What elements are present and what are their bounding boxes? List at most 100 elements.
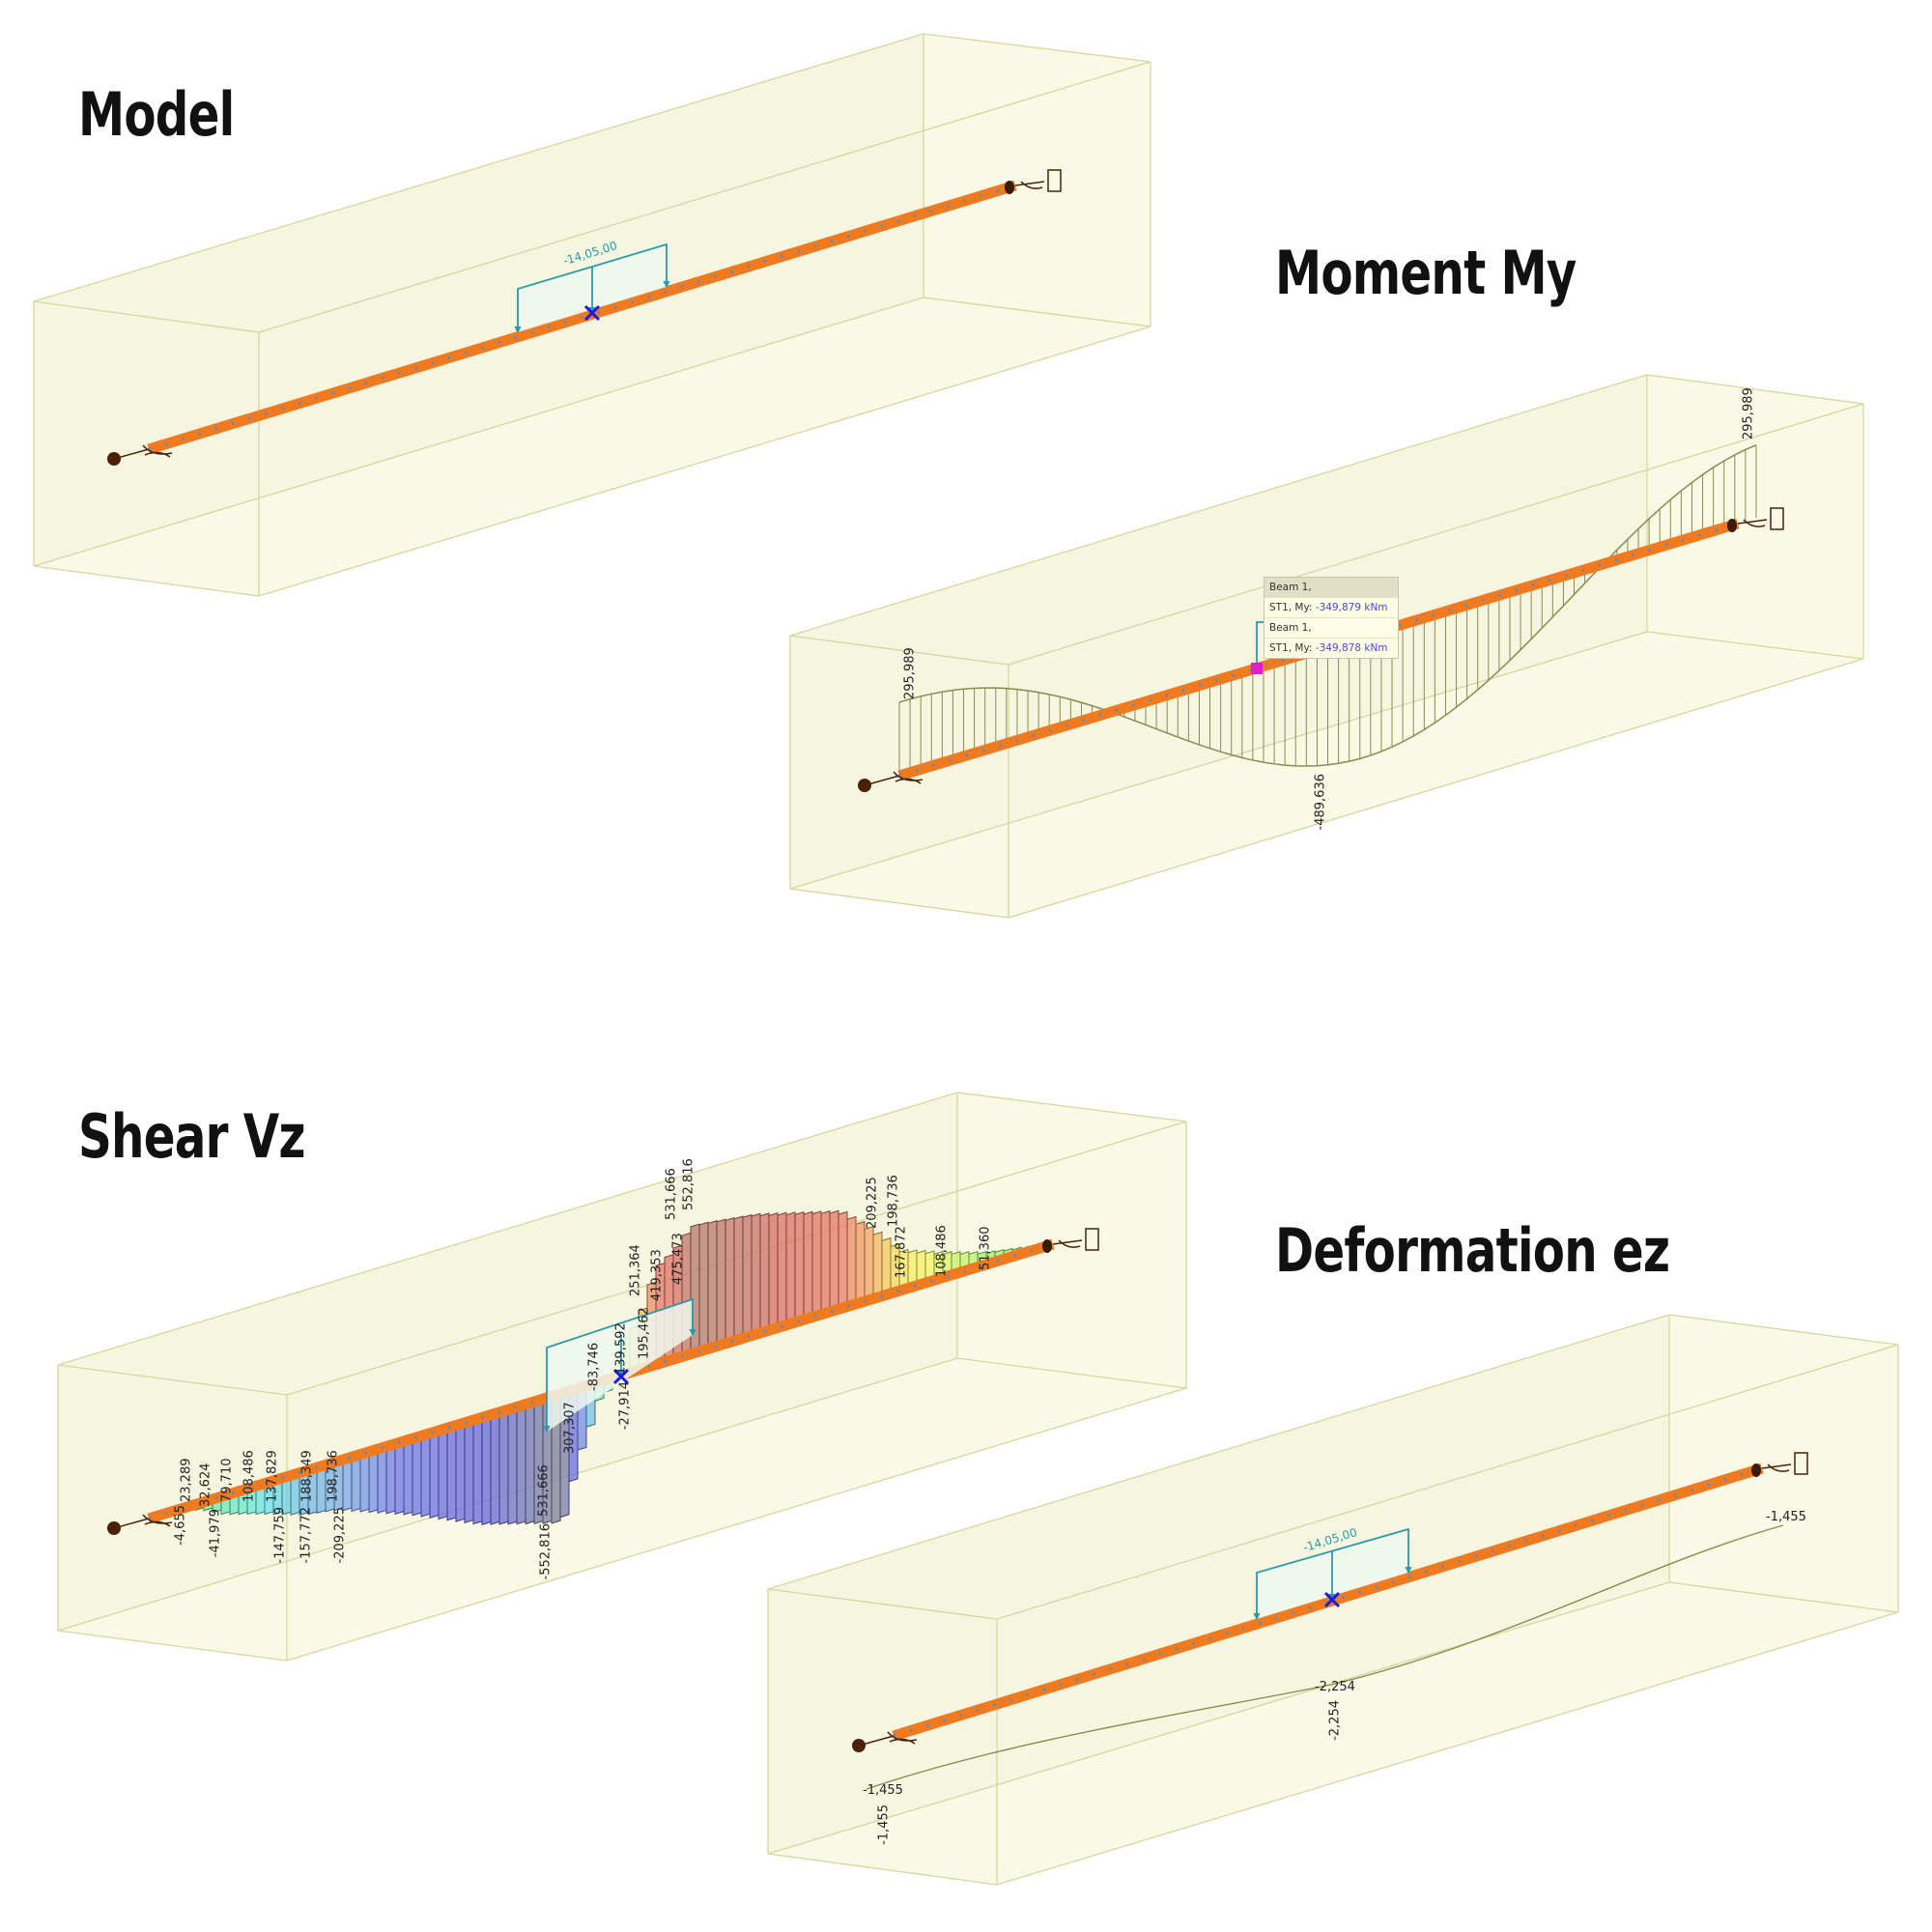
right-support-icon [1770,507,1784,530]
box-edge [767,1853,998,1886]
box-edge [956,1357,1187,1389]
right-support-icon [1047,169,1062,192]
box-edge [923,297,1151,327]
box-back-face [790,375,1647,889]
shear-value-label: 23,289 [180,1459,194,1503]
tooltip-result-prefix: ST1, My: [1269,642,1316,654]
shear-bar [716,1218,726,1348]
shear-bar [872,1231,883,1300]
right-support-icon [1005,181,1014,194]
shear-bar [855,1220,866,1305]
box-edge [286,1387,1187,1662]
shear-bar [394,1440,405,1516]
shear-bar [403,1437,413,1516]
box-edge [767,1581,1670,1855]
shear-value-label: -83,746 [587,1343,602,1391]
moment-title: Moment My [1275,238,1577,308]
shear-bar [490,1411,500,1525]
load-point-x-icon [612,1368,630,1385]
box-edge [33,297,924,567]
shear-bar [820,1209,831,1316]
shear-bar [768,1211,779,1331]
shear-bar [864,1226,874,1302]
left-support-icon [113,1514,173,1529]
shear-value-label: 531,666 [665,1168,679,1220]
right-support-icon [1085,1228,1099,1251]
shear-bar [698,1221,709,1352]
right-support-icon [1727,519,1737,532]
shear-value-label: 139,592 [614,1322,629,1375]
moment-min-label: -489,636 [1314,774,1328,830]
shear-bar [846,1215,857,1308]
shear-value-label: -552,816 [539,1523,554,1579]
shear-value-label: 108,486 [242,1450,257,1502]
load-outline [546,1297,694,1432]
box-edge [57,1630,288,1662]
right-support-icon [1751,1463,1761,1477]
shear-value-label: 419,353 [650,1249,665,1301]
shear-bar [742,1213,753,1340]
box-edge [789,631,1648,890]
shear-value-label: 209,225 [866,1177,880,1229]
shear-value-label: 531,666 [537,1464,552,1517]
shear-value-label: 198,736 [327,1450,341,1502]
load-arrowhead-icon [1253,1612,1261,1621]
box-edge [767,1588,998,1620]
shear-bar [377,1445,387,1514]
load-point-x-icon [583,304,601,322]
tooltip-result: ST1, My: -349,879 kNm [1264,598,1398,618]
shear-bar [811,1210,822,1319]
shear-value-label: -147,759 [273,1507,288,1563]
moment-max-left-label: 295,989 [903,647,918,699]
shear-value-label: 475,473 [671,1233,686,1285]
beam-node-ticks [148,1242,1054,1520]
shear-bar [446,1424,457,1521]
load-area [547,1299,693,1432]
shear-value-label: -209,225 [333,1507,348,1563]
shear-bar [838,1210,848,1311]
shear-value-label: -157,772 [299,1507,314,1563]
right-support-icon [1737,519,1768,527]
shear-bar [733,1215,744,1342]
tooltip-result-value: -349,879 kNm [1315,602,1388,613]
deformation-value-label: -2,254 [1315,1680,1355,1694]
shear-title: Shear Vz [78,1101,305,1172]
shear-value-label: 552,816 [682,1158,696,1210]
model-title: Model [78,79,235,150]
shear-value-label: 108,486 [935,1225,950,1277]
shear-value-label: 167,872 [895,1226,909,1278]
right-support-icon [1014,181,1045,189]
shear-value-label: 137,829 [266,1450,280,1502]
shear-value-label: -41,979 [209,1509,223,1557]
right-support-icon [1794,1452,1808,1475]
shear-bar [412,1435,422,1517]
deformation-view: -14,05,00-1,455-1,455-2,254-2,254-1,455 [767,1314,1899,1886]
shear-value-label: -27,914 [618,1381,633,1430]
beam-node-ticks [148,184,1016,451]
deformation-value-label: -1,455 [863,1783,903,1798]
right-support-icon [1052,1239,1083,1248]
box-edge [1668,1581,1899,1613]
box-edge [923,33,1151,63]
shear-value-label: 307,307 [563,1402,578,1454]
shear-bar [777,1211,787,1329]
shear-bar [385,1442,396,1515]
box-edge [33,565,260,597]
right-support-icon [1042,1239,1052,1253]
shear-value-label: -4,655 [174,1505,188,1546]
box-edge [1008,658,1864,919]
deformation-value-label: -2,254 [1328,1700,1343,1741]
shear-bar [455,1422,466,1522]
shear-bar [829,1209,839,1313]
box-edge [789,374,1648,637]
deformation-value-label: -1,455 [1766,1510,1806,1524]
shear-value-label: 51,360 [979,1227,993,1271]
box-edge [996,1344,1899,1620]
box-edge [956,1092,1187,1122]
load-outline [1256,1527,1409,1619]
shear-bar [368,1448,379,1514]
left-support-icon [858,1731,918,1747]
shear-bar [759,1212,770,1334]
